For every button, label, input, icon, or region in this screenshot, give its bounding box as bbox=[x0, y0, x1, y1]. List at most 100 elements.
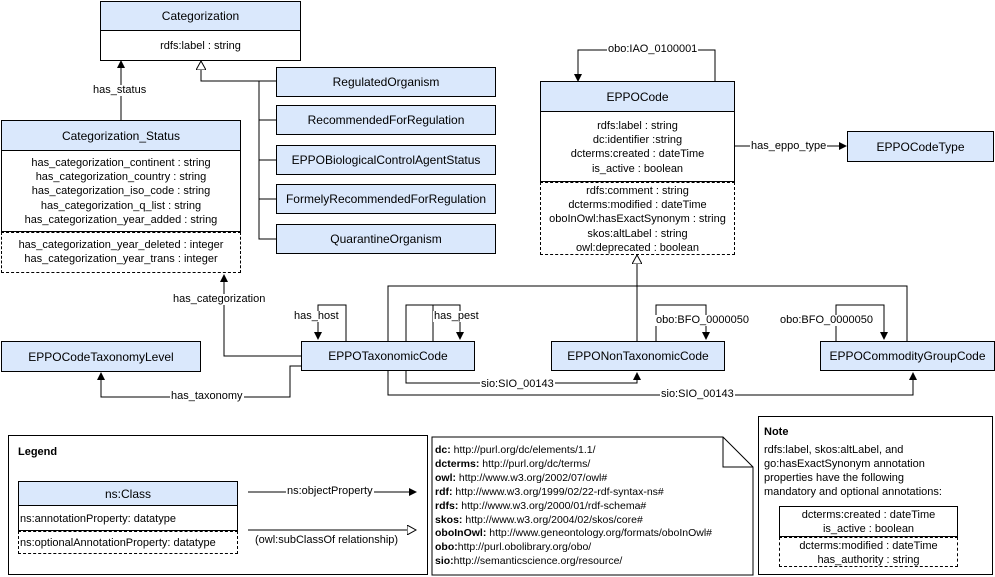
attr: owl:deprecated : boolean bbox=[576, 241, 699, 254]
class-regulated-organism[interactable]: RegulatedOrganism bbox=[276, 67, 496, 97]
legend-optional-annotation: ns:optionalAnnotationProperty: datatype bbox=[20, 537, 216, 549]
attr: has_categorization_continent : string bbox=[31, 157, 211, 169]
note-line: mandatory and optional annotations: bbox=[764, 486, 942, 498]
class-name: EPPOCodeType bbox=[876, 139, 965, 154]
class-name: EPPOTaxonomicCode bbox=[328, 349, 448, 363]
note-line: properties have the following bbox=[764, 472, 905, 484]
label-sio-1: sio:SIO_00143 bbox=[480, 378, 555, 390]
class-eppo-code-type[interactable]: EPPOCodeType bbox=[847, 131, 994, 162]
legend-class-name: ns:Class bbox=[104, 486, 151, 501]
label-has-status: has_status bbox=[92, 84, 148, 96]
note-mandatory-item: dcterms:created : dateTime bbox=[801, 509, 936, 521]
namespace-item: rdf: http://www.w3.org/1999/02/22-rdf-sy… bbox=[435, 485, 664, 498]
legend-object-property-label: ns:objectProperty bbox=[286, 485, 374, 497]
class-eppo-non-taxonomic-code[interactable]: EPPONonTaxonomicCode bbox=[551, 341, 725, 371]
note-optional-item: dcterms:modified : dateTime bbox=[799, 540, 938, 552]
class-name: Categorization bbox=[161, 9, 240, 23]
attr: has_categorization_year_deleted : intege… bbox=[18, 239, 224, 251]
edge-has-pest-loop bbox=[405, 304, 434, 341]
attr: has_categorization_year_added : string bbox=[24, 213, 218, 226]
edge-subclass-recommended bbox=[258, 81, 276, 121]
class-name: EPPOCommodityGroupCode bbox=[829, 349, 986, 363]
namespace-doc-shape bbox=[431, 436, 754, 576]
namespace-item: dc: http://purl.org/dc/elements/1.1/ bbox=[435, 444, 596, 456]
class-eppo-code[interactable]: EPPOCode bbox=[540, 81, 735, 112]
legend-annotation-box: ns:annotationProperty: datatype bbox=[18, 505, 238, 531]
edge-has-categorization bbox=[220, 274, 301, 357]
edge-subclass-tax-commodity bbox=[387, 285, 908, 341]
categorization-attrs: rdfs:label : string bbox=[100, 30, 301, 61]
legend-class-box: ns:Class bbox=[18, 481, 238, 506]
namespace-item: oboInOwl: http://www.geneontology.org/fo… bbox=[435, 527, 713, 540]
attr: rdfs:label : string bbox=[597, 120, 678, 132]
attr: rdfs:label : string bbox=[160, 40, 241, 52]
class-name: EPPOBiologicalControlAgentStatus bbox=[291, 153, 481, 167]
class-eppo-biocontrol-status[interactable]: EPPOBiologicalControlAgentStatus bbox=[276, 145, 496, 175]
attr: is_active : boolean bbox=[591, 162, 684, 175]
class-name: RecommendedForRegulation bbox=[307, 113, 465, 127]
namespace-item: obo:http://purl.obolibrary.org/obo/ bbox=[435, 541, 592, 554]
label-has-categorization: has_categorization bbox=[172, 293, 267, 305]
namespace-item: dcterms: http://purl.org/dc/terms/ bbox=[435, 457, 591, 470]
attr: dc:identifier :string bbox=[592, 134, 683, 147]
note-optional-box: dcterms:modified : dateTime has_authorit… bbox=[779, 537, 958, 567]
edge-subclass-quarantine bbox=[258, 199, 276, 240]
attr: dcterms:modified : dateTime bbox=[568, 199, 707, 212]
namespace-item: sio:http://semanticscience.org/resource/ bbox=[435, 555, 623, 568]
edge-has-taxonomy bbox=[97, 365, 301, 398]
attr: skos:altLabel : string bbox=[587, 227, 688, 240]
attr: has_categorization_year_trans : integer bbox=[24, 253, 218, 266]
attr: dcterms:created : dateTime bbox=[570, 148, 705, 161]
attr: rdfs:comment : string bbox=[586, 185, 689, 197]
legend-subclass-label: (owl:subClassOf relationship) bbox=[254, 534, 400, 546]
class-categorization[interactable]: Categorization bbox=[100, 1, 301, 31]
attr: has_categorization_q_list : string bbox=[40, 199, 202, 212]
class-name: QuarantineOrganism bbox=[330, 232, 442, 246]
label-sio-2: sio:SIO_00143 bbox=[660, 388, 735, 400]
class-name: EPPOCodeTaxonomyLevel bbox=[28, 349, 174, 364]
class-eppo-commodity-group[interactable]: EPPOCommodityGroupCode bbox=[820, 341, 995, 371]
class-name: EPPONonTaxonomicCode bbox=[567, 349, 709, 363]
eppo-code-optional-attrs: rdfs:comment : string dcterms:modified :… bbox=[540, 182, 735, 255]
namespace-item: owl: http://www.w3.org/2002/07/owl# bbox=[435, 471, 608, 484]
class-quarantine-organism[interactable]: QuarantineOrganism bbox=[276, 224, 496, 254]
class-name: EPPOCode bbox=[606, 89, 669, 104]
categorization-status-attrs: has_categorization_continent : string ha… bbox=[1, 150, 241, 232]
class-name: FormelyRecommendedForRegulation bbox=[285, 192, 487, 206]
class-recommended-for-regulation[interactable]: RecommendedForRegulation bbox=[276, 105, 496, 135]
note-title: Note bbox=[764, 426, 789, 438]
note-mandatory-box: dcterms:created : dateTime is_active : b… bbox=[779, 506, 958, 537]
class-formely-recommended[interactable]: FormelyRecommendedForRegulation bbox=[276, 184, 496, 214]
legend-annotation: ns:annotationProperty: datatype bbox=[20, 513, 176, 525]
class-categorization-status[interactable]: Categorization_Status bbox=[1, 120, 241, 151]
class-name: Categorization_Status bbox=[61, 128, 181, 143]
label-bfo-1: obo:BFO_0000050 bbox=[655, 314, 750, 326]
attr: has_categorization_iso_code : string bbox=[31, 185, 211, 198]
class-name: RegulatedOrganism bbox=[332, 75, 440, 89]
label-bfo-2: obo:BFO_0000050 bbox=[779, 314, 874, 326]
edge-has-host-loop bbox=[314, 304, 347, 341]
eppo-code-attrs: rdfs:label : string dc:identifier :strin… bbox=[540, 111, 735, 182]
note-line: rdfs:label, skos:altLabel, and bbox=[764, 444, 904, 456]
class-eppo-taxonomic-code[interactable]: EPPOTaxonomicCode bbox=[301, 341, 475, 371]
edge-sio-2 bbox=[387, 371, 917, 396]
note-mandatory-item: is_active : boolean bbox=[822, 523, 915, 536]
attr: has_categorization_country : string bbox=[35, 171, 207, 184]
legend-frame bbox=[8, 435, 428, 575]
namespace-list: dc: http://purl.org/dc/elements/1.1/ dct… bbox=[435, 444, 712, 569]
attr: oboInOwl:hasExactSynonym : string bbox=[549, 213, 726, 226]
namespace-item: rdfs: http://www.w3.org/2000/01/rdf-sche… bbox=[435, 499, 647, 512]
note-optional-item: has_authority : string bbox=[817, 554, 920, 567]
label-iao: obo:IAO_0100001 bbox=[607, 43, 699, 55]
note-line: go:hasExactSynonym annotation bbox=[764, 458, 925, 470]
categorization-status-optional-attrs: has_categorization_year_deleted : intege… bbox=[1, 232, 241, 273]
note-text: rdfs:label, skos:altLabel, and go:hasExa… bbox=[764, 443, 942, 499]
label-has-pest: has_pest bbox=[433, 310, 480, 322]
class-eppo-taxonomy-level[interactable]: EPPOCodeTaxonomyLevel bbox=[1, 341, 201, 372]
legend-title: Legend bbox=[18, 446, 58, 458]
label-has-eppo-type: has_eppo_type bbox=[750, 140, 828, 152]
legend-optional-annotation-box: ns:optionalAnnotationProperty: datatype bbox=[18, 531, 238, 554]
edge-subclass-biocontrol bbox=[258, 120, 276, 161]
label-has-host: has_host bbox=[293, 310, 340, 322]
edge-subclass-regulated bbox=[201, 61, 276, 82]
